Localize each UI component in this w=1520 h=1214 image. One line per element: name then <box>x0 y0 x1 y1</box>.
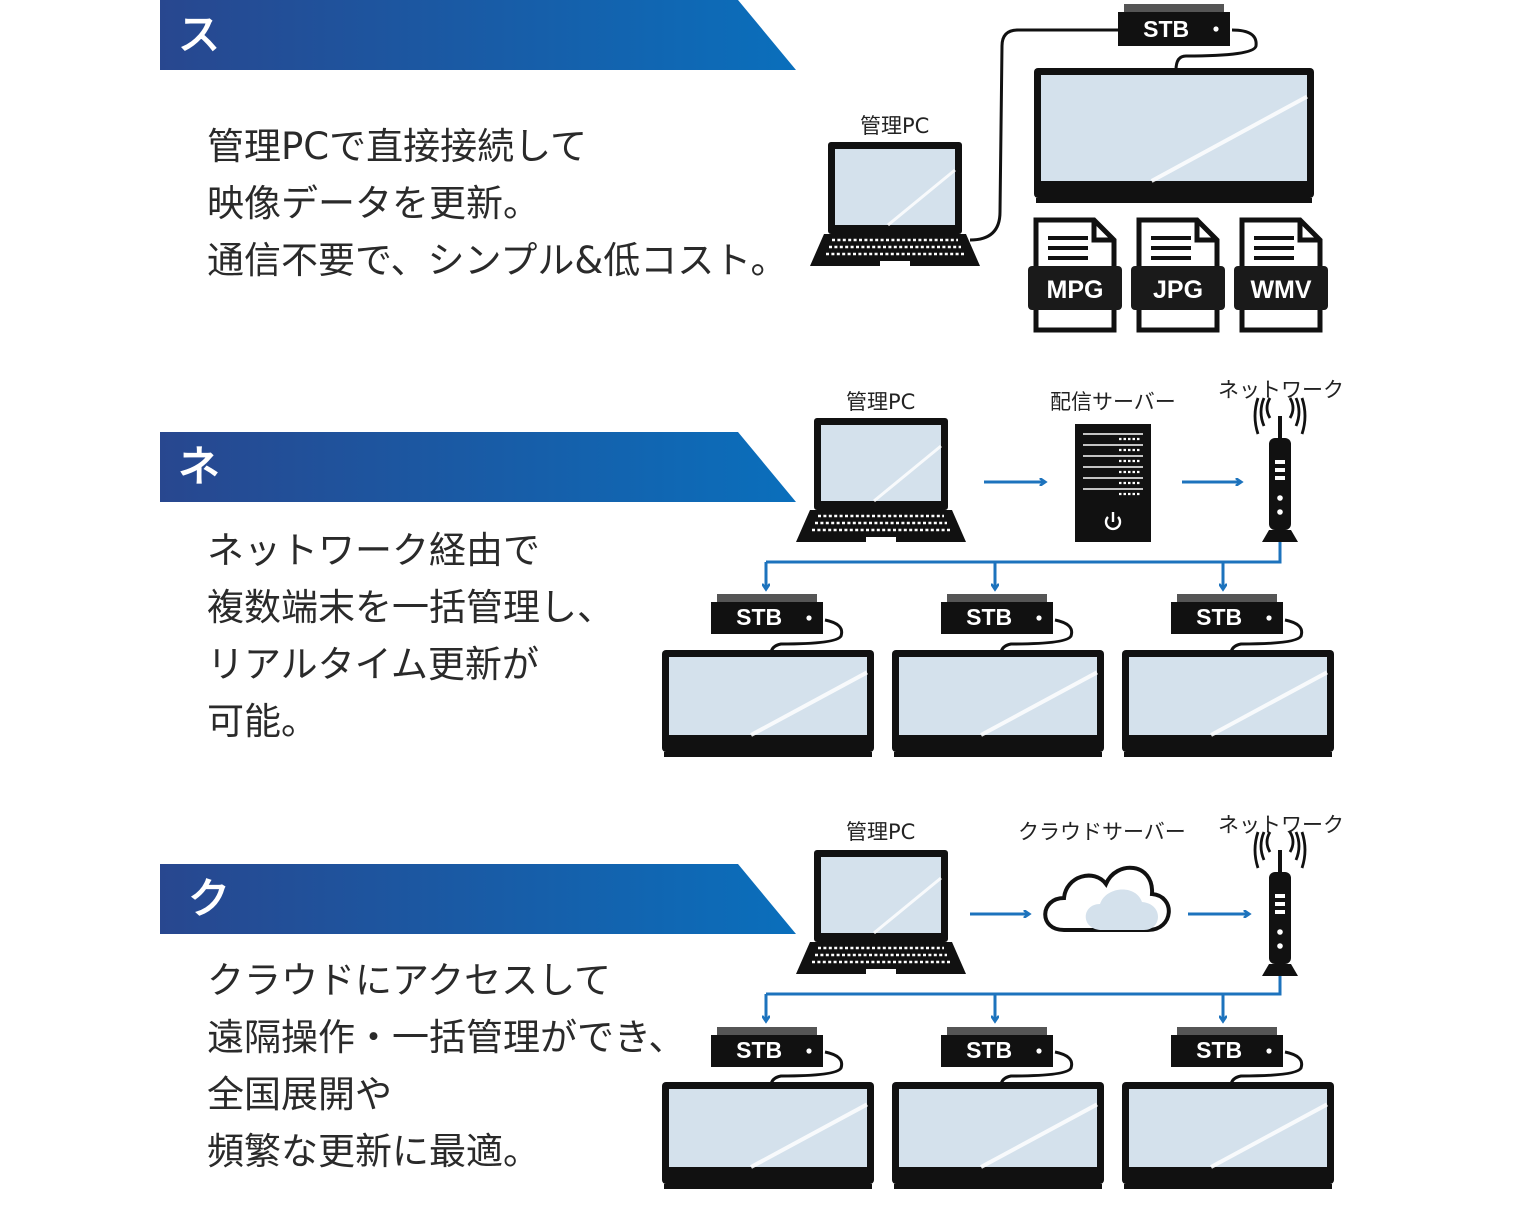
laptop-icon <box>810 142 980 267</box>
cloud-description: クラウドにアクセスして 遠隔操作・一括管理ができ、 全国展開や 頻繁な更新に最適… <box>207 952 685 1180</box>
section-title: クラウド型 <box>188 874 232 1203</box>
banner-shape <box>160 432 796 502</box>
display-monitor <box>1122 650 1334 757</box>
stb-box: STB <box>711 594 823 634</box>
stb-box: STB <box>1118 4 1230 46</box>
stb-box: STB <box>941 1027 1053 1067</box>
description-line: 頻繁な更新に最適。 <box>207 1130 540 1173</box>
description-line: 遠隔操作・一括管理ができ、 <box>207 1016 686 1059</box>
cloud-icon <box>1043 865 1171 932</box>
stb-label: STB <box>736 1037 782 1063</box>
file-icon: JPG <box>1131 217 1225 333</box>
banner-shape <box>160 864 796 934</box>
file-icon: WMV <box>1234 217 1328 333</box>
router-icon <box>1253 831 1307 976</box>
description-line: リアルタイム更新が <box>207 643 539 686</box>
stb-box: STB <box>1171 594 1283 634</box>
distribution-line <box>766 542 1282 564</box>
cable <box>969 28 1120 242</box>
laptop-icon <box>796 418 966 543</box>
cloud-server-label: クラウドサーバー <box>1018 820 1186 844</box>
file-type-label: MPG <box>1047 276 1104 304</box>
stb-label: STB <box>966 604 1012 630</box>
display-monitor <box>1122 1082 1334 1189</box>
router-icon <box>1253 397 1307 542</box>
description-line: 管理PCで直接接続して <box>207 125 588 168</box>
stb-box: STB <box>941 594 1053 634</box>
display-monitor <box>662 1082 874 1189</box>
pc-label: 管理PC <box>846 390 916 414</box>
description-line: 通信不要で、シンプル&低コスト。 <box>207 239 788 282</box>
display-monitor <box>662 650 874 757</box>
description-line: 複数端末を一括管理し、 <box>207 586 614 629</box>
description-line: 全国展開や <box>207 1073 392 1116</box>
stb-label: STB <box>1196 1037 1242 1063</box>
display-monitor <box>892 650 1104 757</box>
description-line: ネットワーク経由で <box>207 529 540 572</box>
pc-label: 管理PC <box>860 114 930 138</box>
stb-box: STB <box>711 1027 823 1067</box>
cable <box>769 618 844 655</box>
file-type-label: WMV <box>1250 276 1311 304</box>
network-label: ネットワーク <box>1218 378 1344 402</box>
cable <box>1229 618 1304 655</box>
description-line: クラウドにアクセスして <box>207 959 612 1002</box>
description-line: 可能。 <box>207 700 318 743</box>
server-icon <box>1075 424 1151 542</box>
cable <box>1229 1050 1304 1087</box>
cable <box>1174 28 1258 71</box>
server-label: 配信サーバー <box>1050 390 1176 414</box>
stb-label: STB <box>966 1037 1012 1063</box>
cable <box>769 1050 844 1087</box>
description-line: 映像データを更新。 <box>207 182 540 225</box>
laptop-icon <box>796 850 966 975</box>
file-icon: MPG <box>1028 217 1122 333</box>
network-label: ネットワーク <box>1218 813 1344 837</box>
stb-label: STB <box>1196 604 1242 630</box>
file-type-label: JPG <box>1153 276 1203 304</box>
distribution-line <box>766 976 1282 996</box>
network-description: ネットワーク経由で 複数端末を一括管理し、 リアルタイム更新が 可能。 <box>207 522 614 750</box>
banner-shape <box>160 0 796 70</box>
cable <box>999 618 1074 655</box>
stb-label: STB <box>1143 16 1189 42</box>
stb-box: STB <box>1171 1027 1283 1067</box>
stb-label: STB <box>736 604 782 630</box>
display-monitor <box>892 1082 1104 1189</box>
cable <box>999 1050 1074 1087</box>
display-monitor <box>1034 68 1314 203</box>
pc-label: 管理PC <box>846 820 916 844</box>
standalone-description: 管理PCで直接接続して 映像データを更新。 通信不要で、シンプル&低コスト。 <box>207 118 788 289</box>
